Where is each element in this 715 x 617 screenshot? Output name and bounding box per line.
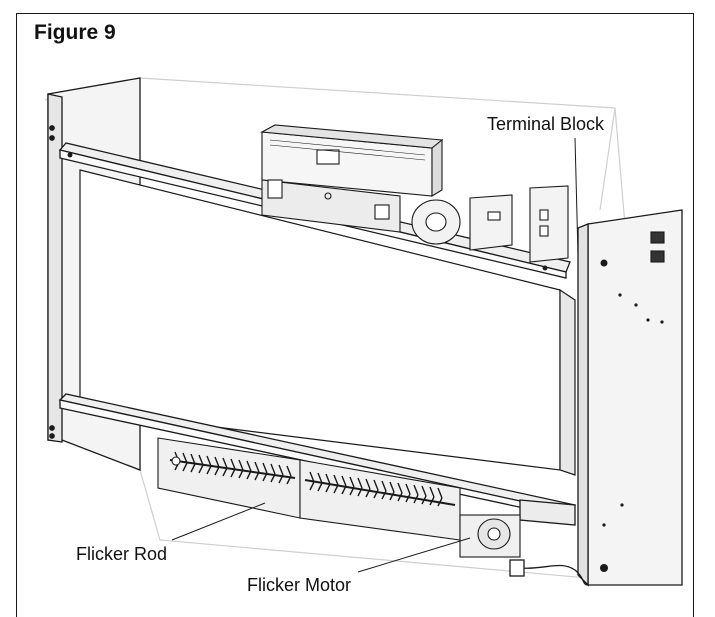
flicker-rod-leader [171,502,266,541]
power-switches [650,231,665,263]
blower-fan [411,199,461,245]
heater-assembly [260,124,444,233]
power-switch-lower [650,250,665,263]
glass-panel [79,169,576,476]
terminal-block-leader [574,137,579,256]
flicker-rod-label: Flicker Rod [76,544,168,564]
flicker-motor-label: Flicker Motor [247,575,352,595]
flicker-motor-leader [357,537,471,573]
leader-lines [171,137,579,573]
flicker-rod-assembly [157,437,461,541]
right-panel-holes [600,259,664,572]
flicker-motor [459,514,521,558]
terminal-block [469,185,569,263]
power-cord [509,559,589,586]
power-switch-upper [650,231,665,244]
figure-frame [16,13,694,617]
terminal-block-label: Terminal Block [487,114,605,134]
figure-title: Figure 9 [34,21,116,44]
right-side-panel [577,209,683,587]
